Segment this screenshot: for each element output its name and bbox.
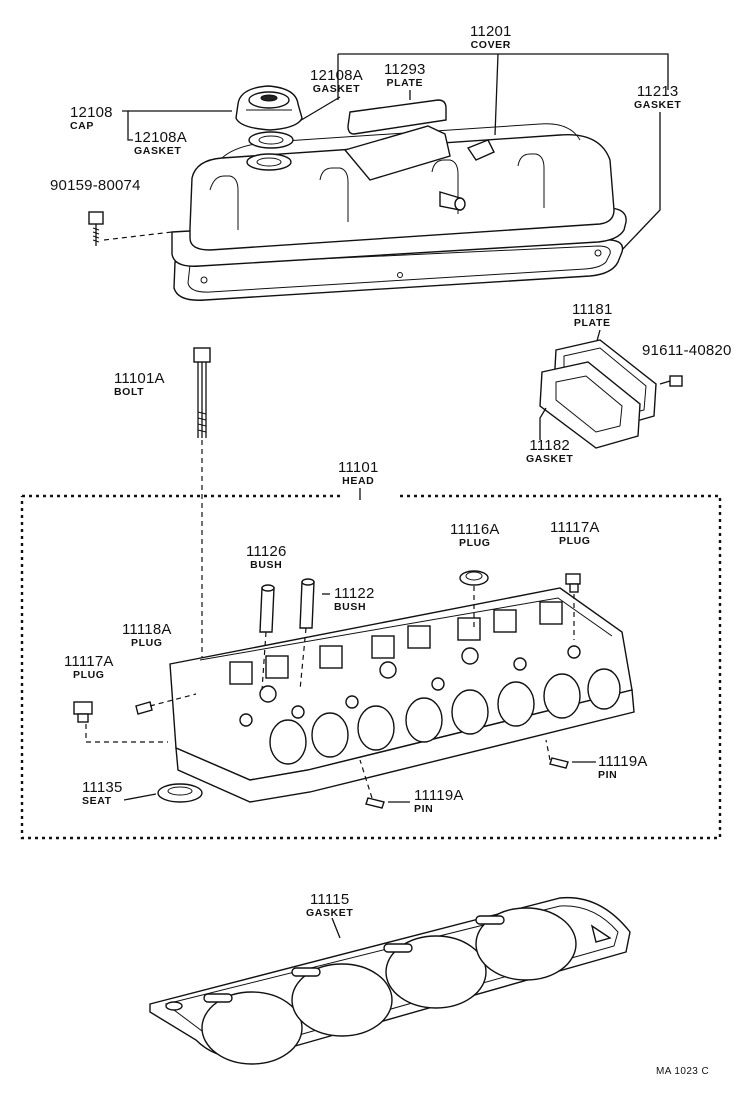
cover-plate-drawing [347,99,447,135]
head-group-boundary [20,488,722,840]
oil-cap-drawing [235,85,303,149]
rear-plate-drawing [539,329,683,449]
leader-lines-top [103,53,669,253]
cover-bolt-drawing [88,211,104,246]
drawing-code: MA 1023 C [656,1066,710,1077]
valve-cover-drawing [171,123,627,267]
label-cover-bolt: 90159-80074 [50,177,141,194]
label-plate-bolt: 91611-40820 [642,342,732,359]
head-gasket-drawing [149,896,631,1065]
cover-gasket-drawing [173,239,624,301]
bushings-drawing [259,578,330,691]
cylinder-head-drawing [169,587,635,803]
head-bolt-drawing [193,347,211,670]
plugs-seat-pins-drawing [73,570,596,809]
